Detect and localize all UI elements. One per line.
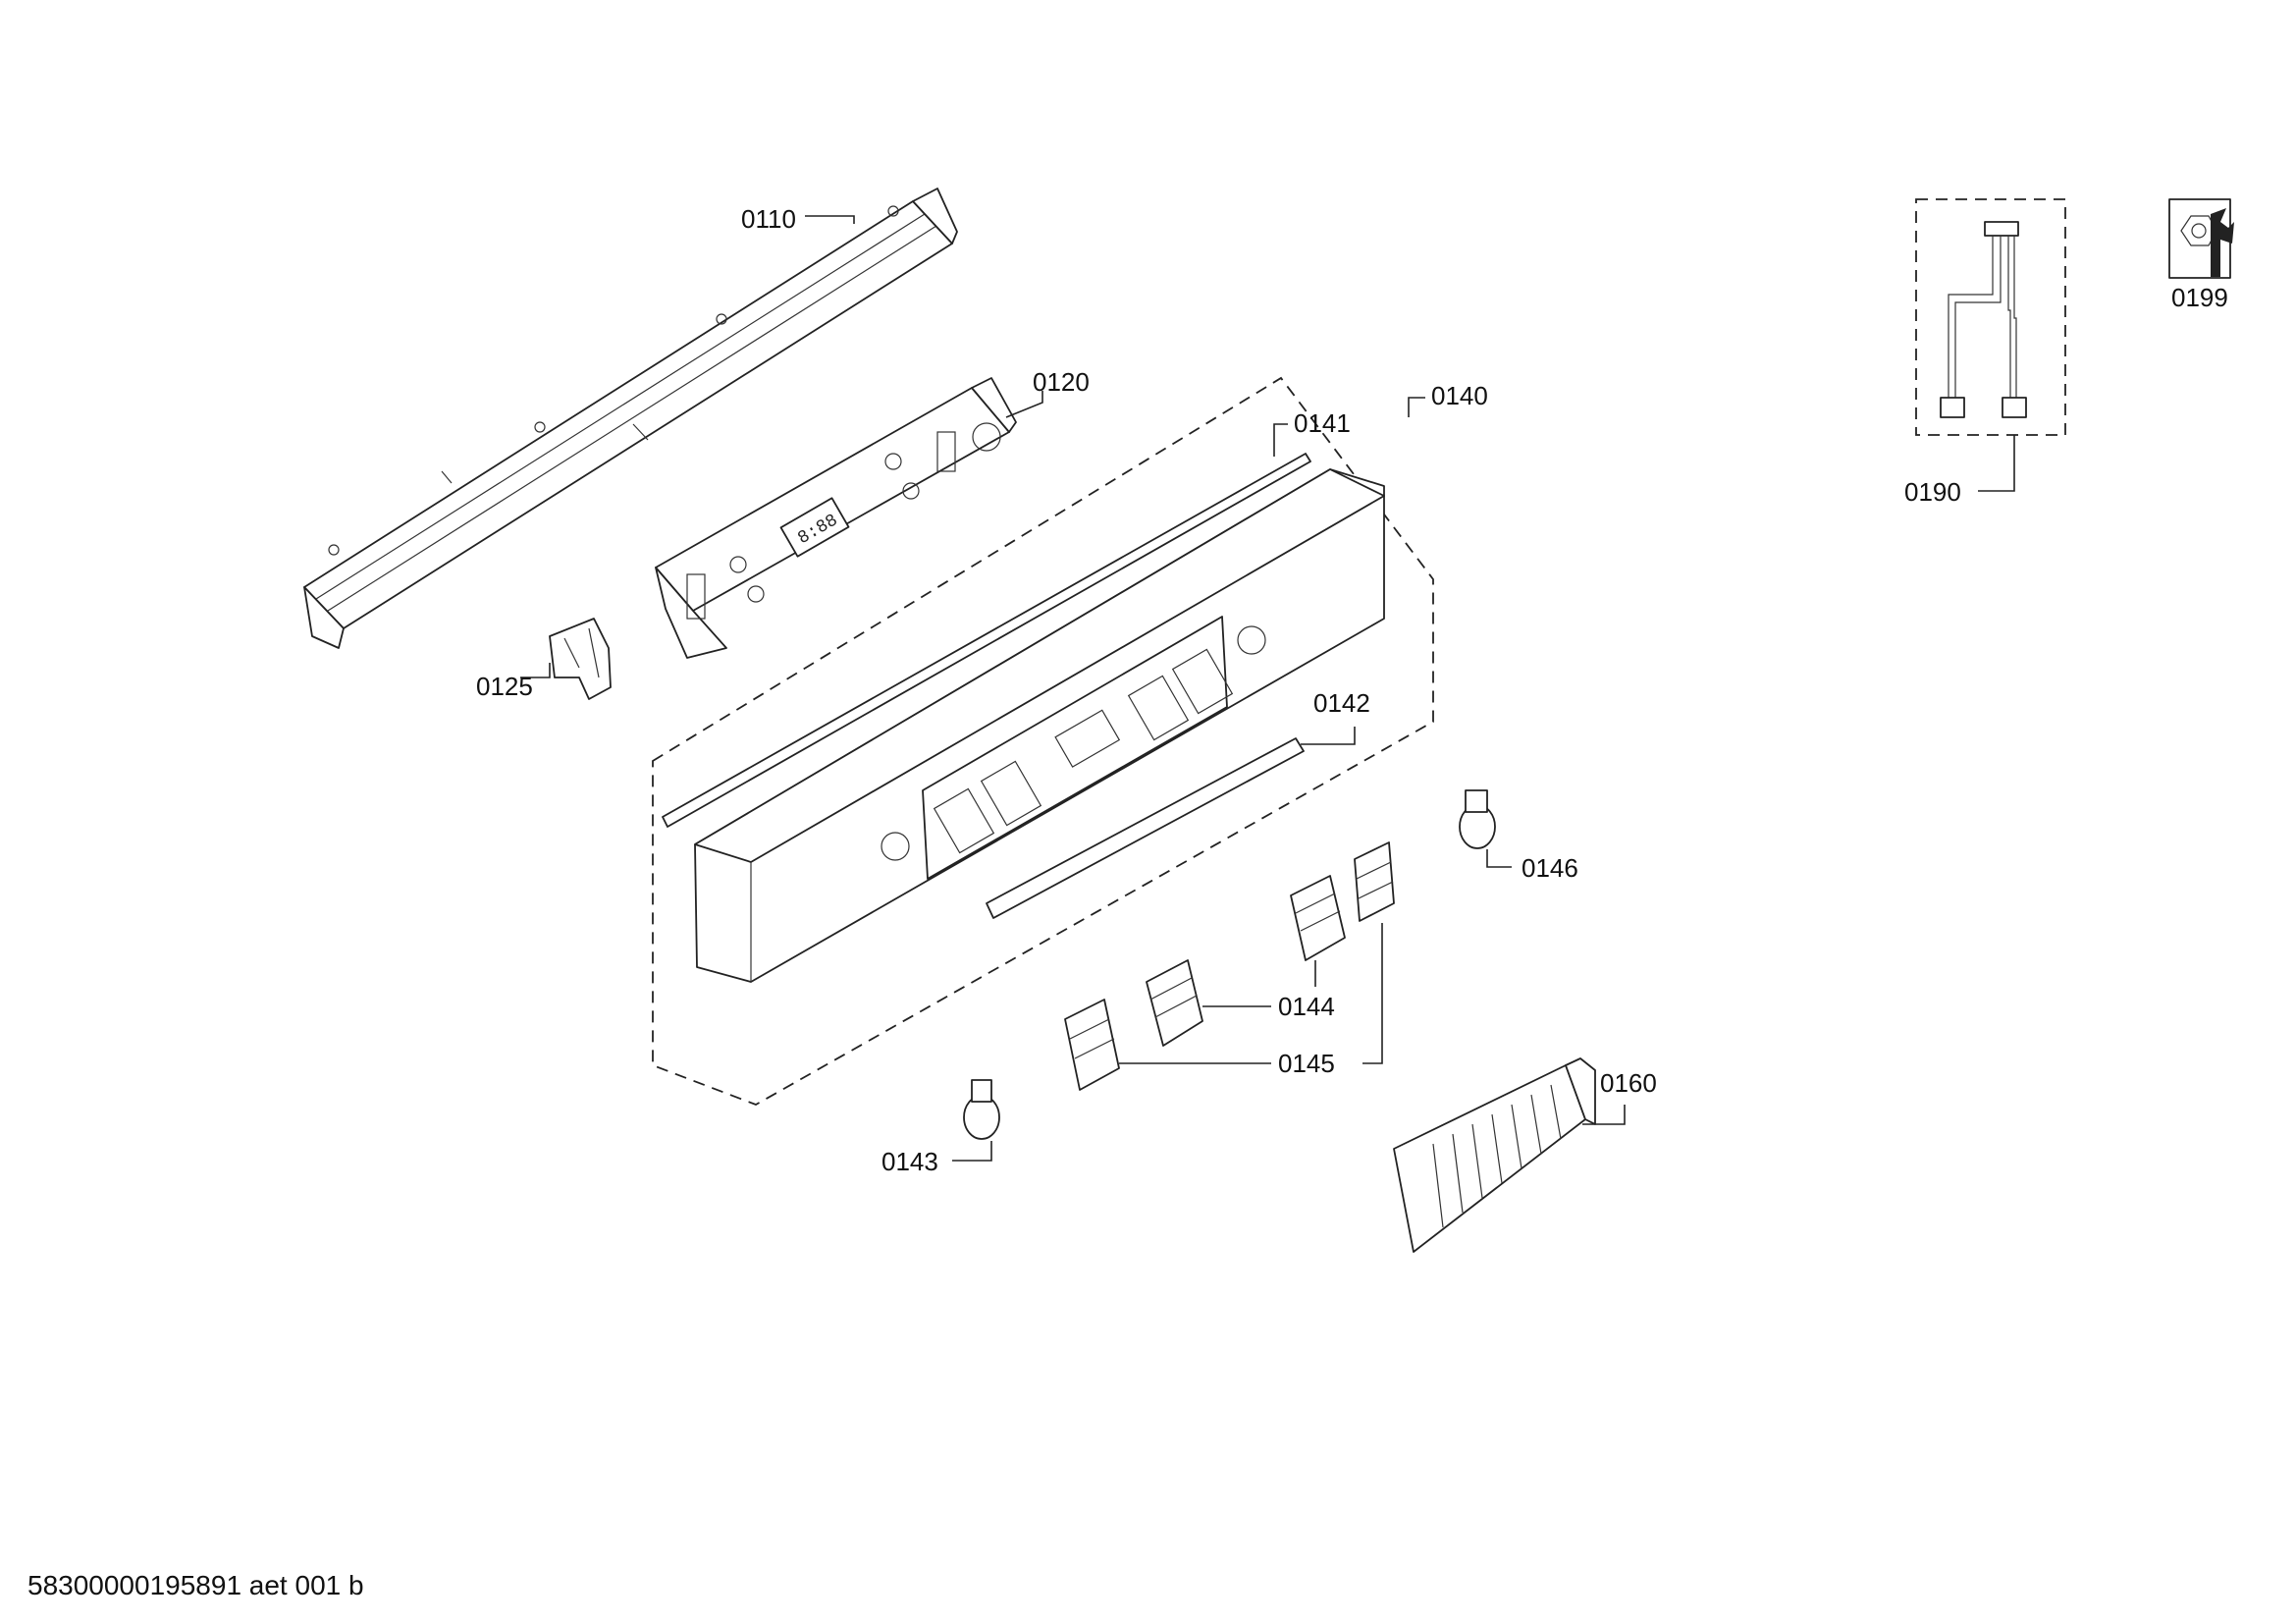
callout-label-0143: 0143 xyxy=(881,1147,938,1176)
callout-0190: 0190 xyxy=(1904,435,2015,507)
part-0146-knob xyxy=(1459,789,1496,849)
callout-label-0125: 0125 xyxy=(476,672,533,701)
part-0144-button-block-a xyxy=(1146,959,1203,1047)
callout-0110: 0110 xyxy=(741,204,855,234)
callout-label-0199: 0199 xyxy=(2171,283,2228,312)
callout-label-0110: 0110 xyxy=(741,204,796,234)
part-0125-clip xyxy=(549,618,612,700)
part-0140-control-fascia xyxy=(694,468,1385,983)
callout-label-0142: 0142 xyxy=(1313,688,1370,718)
callout-0120: 0120 xyxy=(1005,367,1090,418)
callout-0145: 0145 xyxy=(1119,923,1383,1078)
part-0190-wiring-harness xyxy=(1915,198,2066,436)
callout-label-0160: 0160 xyxy=(1600,1068,1657,1098)
callout-label-0146: 0146 xyxy=(1522,853,1578,883)
callout-0141: 0141 xyxy=(1273,408,1351,457)
callout-label-0145: 0145 xyxy=(1278,1049,1335,1078)
callout-0146: 0146 xyxy=(1486,849,1578,883)
callout-label-0141: 0141 xyxy=(1294,408,1351,438)
callout-0144: 0144 xyxy=(1202,960,1335,1021)
callout-0125: 0125 xyxy=(476,663,551,701)
callout-0142: 0142 xyxy=(1301,688,1370,745)
document-code: 58300000195891 aet 001 b xyxy=(27,1570,364,1600)
part-0145-button-block-b xyxy=(1354,841,1395,922)
wrench-nut-icon xyxy=(2168,198,2234,279)
part-0110-rail xyxy=(303,188,958,649)
part-0160-bracket xyxy=(1393,1057,1596,1253)
callout-label-0144: 0144 xyxy=(1278,992,1335,1021)
part-0120-electronic-module: 8:88 xyxy=(655,377,1017,659)
callout-label-0190: 0190 xyxy=(1904,477,1961,507)
callout-0160: 0160 xyxy=(1582,1068,1657,1125)
callout-label-0120: 0120 xyxy=(1033,367,1090,397)
part-0144-button-block-b xyxy=(1290,875,1346,961)
assembly-group-0140-boundary xyxy=(652,376,1434,1106)
part-0141-seal-strip xyxy=(662,453,1311,828)
part-0143-knob xyxy=(963,1079,1000,1140)
part-0142-trim-strip xyxy=(986,737,1305,919)
callout-0143: 0143 xyxy=(881,1141,992,1176)
part-0145-button-block-a xyxy=(1064,999,1120,1091)
callout-0140: 0140 xyxy=(1408,381,1488,417)
callout-label-0140: 0140 xyxy=(1431,381,1488,410)
